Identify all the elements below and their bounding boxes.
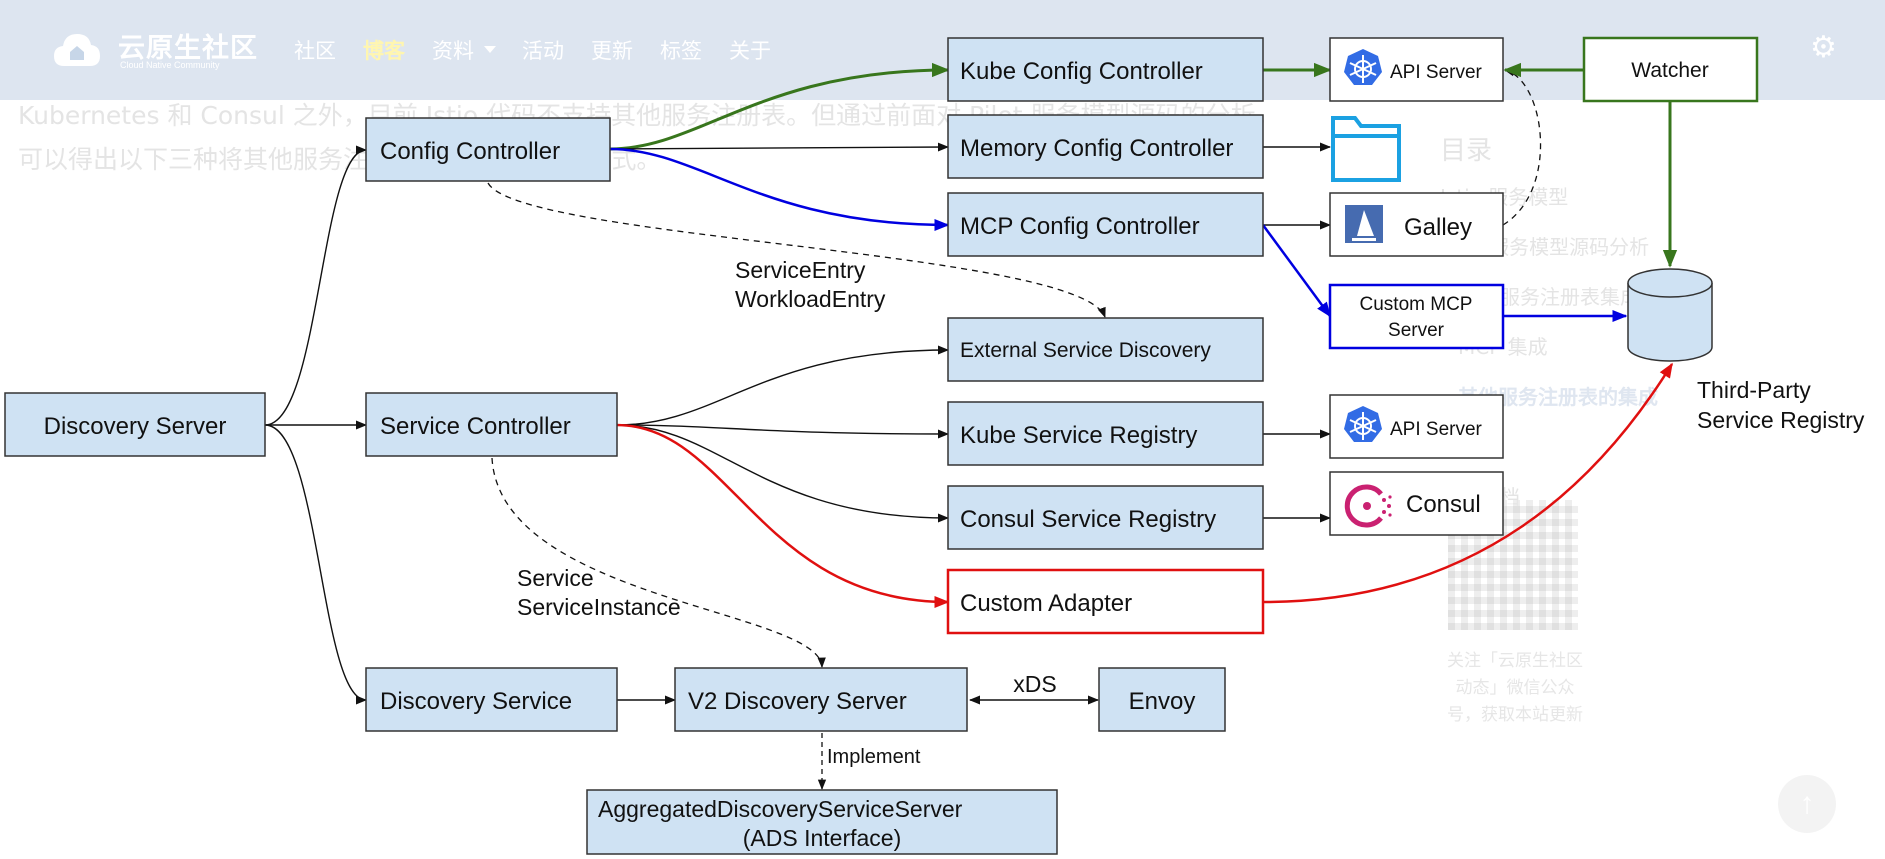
- node-label: V2 Discovery Server: [688, 688, 907, 715]
- qr-caption-line: 号，获取本站更新: [1447, 705, 1583, 725]
- qr-caption-line: 关注「云原生社区: [1447, 651, 1583, 671]
- node-api-server-1[interactable]: API Server: [1329, 37, 1504, 102]
- node-custom-adapter[interactable]: Custom Adapter: [946, 568, 1265, 635]
- node-label: Discovery Server: [44, 413, 227, 440]
- node-label: Server: [1388, 320, 1445, 341]
- node-label: Memory Config Controller: [960, 135, 1233, 162]
- label-service: Service: [517, 565, 594, 591]
- node-label: Service Registry: [1697, 407, 1865, 433]
- folder-icon: [1331, 116, 1401, 182]
- node-label: Third-Party: [1697, 377, 1811, 403]
- node-label: API Server: [1390, 62, 1483, 83]
- node-label: Galley: [1404, 214, 1472, 241]
- node-label: API Server: [1390, 419, 1483, 440]
- edge-config-to-kube-config: [609, 62, 950, 151]
- kubernetes-icon: [1344, 406, 1382, 442]
- node-label: MCP Config Controller: [960, 213, 1200, 240]
- edge-service-to-v2-dashed: [491, 457, 826, 669]
- nav-item-events[interactable]: 活动: [522, 39, 564, 63]
- edge-config-to-memory-config: [609, 142, 950, 152]
- label-serviceinstance: ServiceInstance: [517, 594, 681, 620]
- nav-item-tags[interactable]: 标签: [660, 39, 702, 63]
- nav-item-community[interactable]: 社区: [294, 39, 336, 63]
- node-config-controller[interactable]: Config Controller: [365, 117, 611, 182]
- node-third-party-registry[interactable]: Third-Party Service Registry: [1627, 268, 1865, 433]
- database-cylinder-icon: [1627, 268, 1713, 362]
- node-api-server-2[interactable]: API Server: [1329, 394, 1504, 459]
- edge-service-to-external: [616, 345, 950, 426]
- node-service-controller[interactable]: Service Controller: [365, 392, 618, 457]
- edge-mcp-config-to-custom-mcp: [1261, 224, 1332, 318]
- node-label: Config Controller: [380, 138, 560, 165]
- node-label: Custom Adapter: [960, 590, 1132, 617]
- consul-icon: [1344, 484, 1392, 528]
- edge-service-to-consul-registry: [616, 424, 950, 523]
- nav-item-updates[interactable]: 更新: [591, 39, 633, 63]
- node-label: (ADS Interface): [743, 825, 902, 851]
- node-label: Envoy: [1129, 688, 1196, 715]
- node-external-service-discovery[interactable]: External Service Discovery: [947, 317, 1264, 382]
- node-label: Consul: [1406, 491, 1481, 518]
- label-serviceentry: ServiceEntry: [735, 257, 866, 283]
- node-consul-service-registry[interactable]: Consul Service Registry: [947, 485, 1264, 550]
- node-envoy[interactable]: Envoy: [1098, 667, 1226, 732]
- node-galley[interactable]: Galley: [1329, 192, 1504, 257]
- back-to-top-button[interactable]: ↑: [1778, 775, 1836, 833]
- node-custom-mcp-server[interactable]: Custom MCP Server: [1328, 283, 1505, 350]
- node-discovery-service[interactable]: Discovery Service: [365, 667, 618, 732]
- edge-ds-to-discovery-service: [264, 424, 368, 705]
- label-workloadentry: WorkloadEntry: [735, 286, 886, 312]
- edge-config-to-mcp-config: [609, 147, 950, 231]
- brand-subtitle: Cloud Native Community: [120, 60, 220, 70]
- edges: [264, 62, 1678, 791]
- brand-name[interactable]: 云原生社区: [118, 33, 258, 64]
- node-kube-service-registry[interactable]: Kube Service Registry: [947, 401, 1264, 466]
- gear-icon[interactable]: ⚙: [1810, 31, 1837, 64]
- node-memory-config-controller[interactable]: Memory Config Controller: [947, 114, 1264, 179]
- edge-service-to-custom-adapter: [616, 423, 950, 608]
- kubernetes-icon: [1344, 49, 1382, 85]
- nav-item-blog[interactable]: 博客: [363, 39, 405, 63]
- node-label: Discovery Service: [380, 688, 572, 715]
- node-label: Watcher: [1631, 59, 1708, 82]
- edge-ds-to-config: [264, 145, 368, 426]
- node-kube-config-controller[interactable]: Kube Config Controller: [947, 37, 1264, 102]
- edge-service-to-kube-registry: [616, 424, 950, 439]
- chevron-down-icon[interactable]: [484, 46, 496, 53]
- node-label: Service Controller: [380, 413, 571, 440]
- edge-config-to-external-dashed: [487, 182, 1106, 318]
- node-mcp-config-controller[interactable]: MCP Config Controller: [947, 192, 1264, 257]
- node-label: Consul Service Registry: [960, 506, 1216, 533]
- label-xds: xDS: [1013, 671, 1056, 697]
- edge-custom-adapter-to-registry: [1262, 362, 1674, 604]
- node-label: Kube Config Controller: [960, 58, 1203, 85]
- edge-galley-to-api-dashed: [1502, 68, 1542, 226]
- node-v2-discovery-server[interactable]: V2 Discovery Server: [674, 667, 968, 732]
- qr-caption: 关注「云原生社区 动态」微信公众 号，获取本站更新: [1430, 648, 1600, 729]
- label-implement: Implement: [827, 746, 921, 768]
- toc-title: 目录: [1440, 136, 1493, 166]
- node-watcher[interactable]: Watcher: [1582, 36, 1759, 103]
- node-label: Custom MCP: [1360, 294, 1473, 315]
- node-consul[interactable]: Consul: [1329, 471, 1504, 536]
- galley-sail-icon: [1345, 205, 1383, 243]
- cloud-logo-icon[interactable]: [52, 26, 102, 70]
- qr-caption-line: 动态」微信公众: [1455, 678, 1575, 698]
- node-discovery-server[interactable]: Discovery Server: [4, 392, 266, 457]
- arrow-up-icon: ↑: [1799, 787, 1815, 820]
- node-label: External Service Discovery: [960, 339, 1211, 362]
- node-label: AggregatedDiscoveryServiceServer: [598, 796, 963, 822]
- node-ads-interface[interactable]: AggregatedDiscoveryServiceServer (ADS In…: [586, 789, 1058, 855]
- node-label: Kube Service Registry: [960, 422, 1197, 449]
- nav-item-resources[interactable]: 资料: [432, 39, 474, 63]
- nav-item-about[interactable]: 关于: [729, 39, 771, 63]
